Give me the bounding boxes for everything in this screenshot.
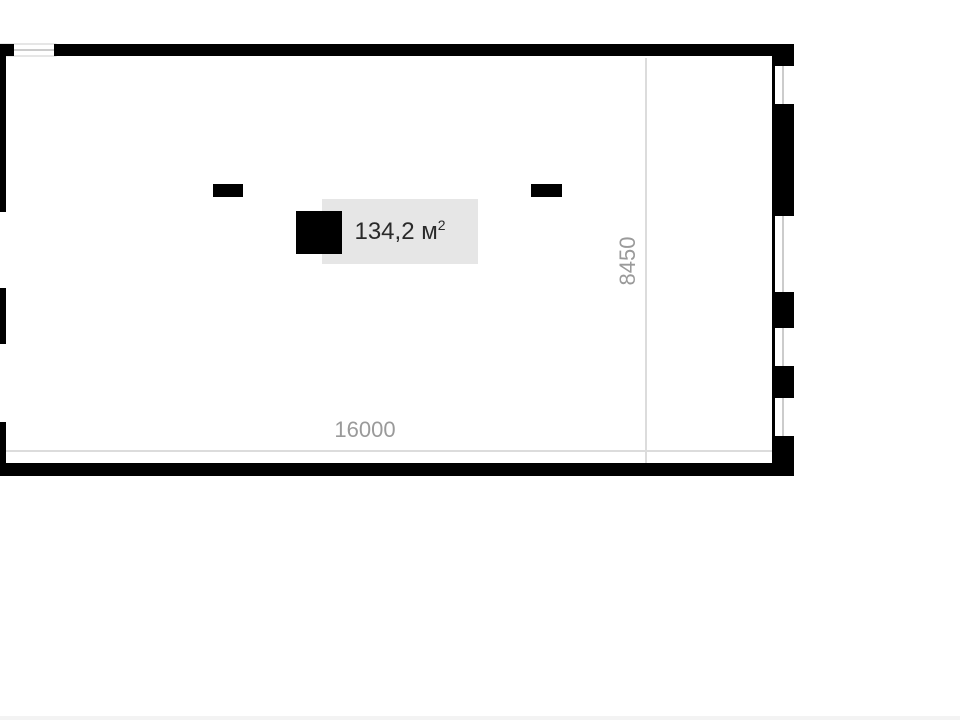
area-unit-text: м xyxy=(421,217,438,245)
right-wall-frame xyxy=(772,56,775,463)
left-wall-segment-2 xyxy=(0,288,6,344)
right-wall-pier-4 xyxy=(772,436,794,476)
area-label: 134,2 м2 xyxy=(322,199,478,264)
right-wall-pier-1 xyxy=(772,104,794,216)
bottom-wall xyxy=(0,463,794,476)
bottom-divider xyxy=(0,716,960,720)
beam-marker-left xyxy=(213,184,243,197)
dimension-width-text: 16000 xyxy=(334,417,395,442)
area-unit: м2 xyxy=(415,216,446,246)
beam-marker-right xyxy=(531,184,562,197)
right-wall-pier-2 xyxy=(772,292,794,328)
left-wall-segment-3 xyxy=(0,422,6,476)
area-unit-power: 2 xyxy=(437,216,446,233)
left-wall-segment-1 xyxy=(0,44,6,212)
structural-column xyxy=(296,211,342,254)
dimension-height-text: 8450 xyxy=(615,237,640,286)
right-wall-top xyxy=(772,44,794,66)
top-wall xyxy=(54,44,794,56)
right-wall-pier-3 xyxy=(772,366,794,398)
area-value: 134,2 xyxy=(354,217,415,245)
